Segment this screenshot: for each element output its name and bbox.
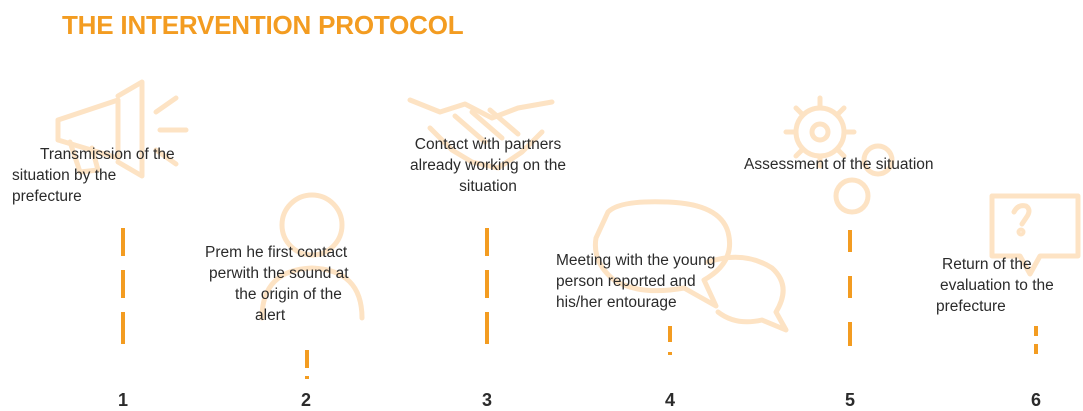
- step-6-label: Return of the evaluation to the prefectu…: [936, 254, 1054, 317]
- step-5-connector: [848, 276, 852, 298]
- page-title: THE INTERVENTION PROTOCOL: [62, 10, 464, 40]
- step-1-connector: [121, 312, 125, 344]
- step-5-line: Assessment of the situation: [744, 156, 934, 173]
- step-4-line: his/her entourage: [556, 294, 677, 311]
- step-3-line: situation: [459, 178, 517, 195]
- step-5-connector: [848, 322, 852, 346]
- step-5-number: 5: [844, 390, 855, 410]
- step-1-line: prefecture: [12, 188, 82, 205]
- step-2-line: perwith the sound at: [209, 265, 349, 282]
- step-3-line: Contact with partners: [414, 136, 562, 153]
- step-2-connector: [305, 376, 309, 379]
- gears-icon: [783, 95, 895, 215]
- step-3-label: Contact with partners already working on…: [388, 134, 588, 197]
- step-2-connector: [305, 350, 309, 368]
- step-4-line: person reported and: [556, 273, 696, 290]
- step-2-line: alert: [255, 307, 286, 324]
- step-2-line: Prem he first contact: [205, 244, 348, 261]
- lightbulb-question-icon: [989, 193, 1081, 277]
- step-3-line: already working on the: [410, 157, 566, 174]
- step-2-line: the origin of the: [235, 286, 342, 303]
- step-2-number: 2: [300, 390, 311, 410]
- step-4-label: Meeting with the young person reported a…: [556, 250, 715, 313]
- step-6-line: Return of the: [942, 256, 1032, 273]
- step-1-label: Transmission of the situation by the pre…: [12, 144, 175, 207]
- step-1-number: 1: [117, 390, 128, 410]
- step-3-number: 3: [481, 390, 492, 410]
- handshake-icon: [407, 97, 555, 171]
- step-1-line: Transmission of the: [40, 146, 175, 163]
- step-1-connector: [121, 270, 125, 298]
- step-6-line: evaluation to the: [940, 277, 1054, 294]
- step-4-connector: [668, 326, 672, 342]
- step-3-connector: [485, 270, 489, 298]
- speech-bubbles-icon: [592, 199, 789, 333]
- step-5-connector: [848, 230, 852, 252]
- step-4-connector: [668, 352, 672, 355]
- step-6-connector: [1034, 344, 1038, 354]
- step-6-number: 6: [1030, 390, 1041, 410]
- step-6-line: prefecture: [936, 298, 1006, 315]
- step-4-number: 4: [664, 390, 675, 410]
- step-1-line: situation by the: [12, 167, 117, 184]
- megaphone-icon: [55, 79, 189, 179]
- step-5-label: Assessment of the situation: [744, 154, 934, 175]
- step-1-connector: [121, 228, 125, 256]
- step-3-connector: [485, 312, 489, 344]
- step-4-line: Meeting with the young: [556, 252, 716, 269]
- step-6-connector: [1034, 326, 1038, 336]
- step-3-connector: [485, 228, 489, 256]
- step-2-label: Prem he first contact perwith the sound …: [205, 242, 349, 326]
- person-icon: [259, 192, 365, 321]
